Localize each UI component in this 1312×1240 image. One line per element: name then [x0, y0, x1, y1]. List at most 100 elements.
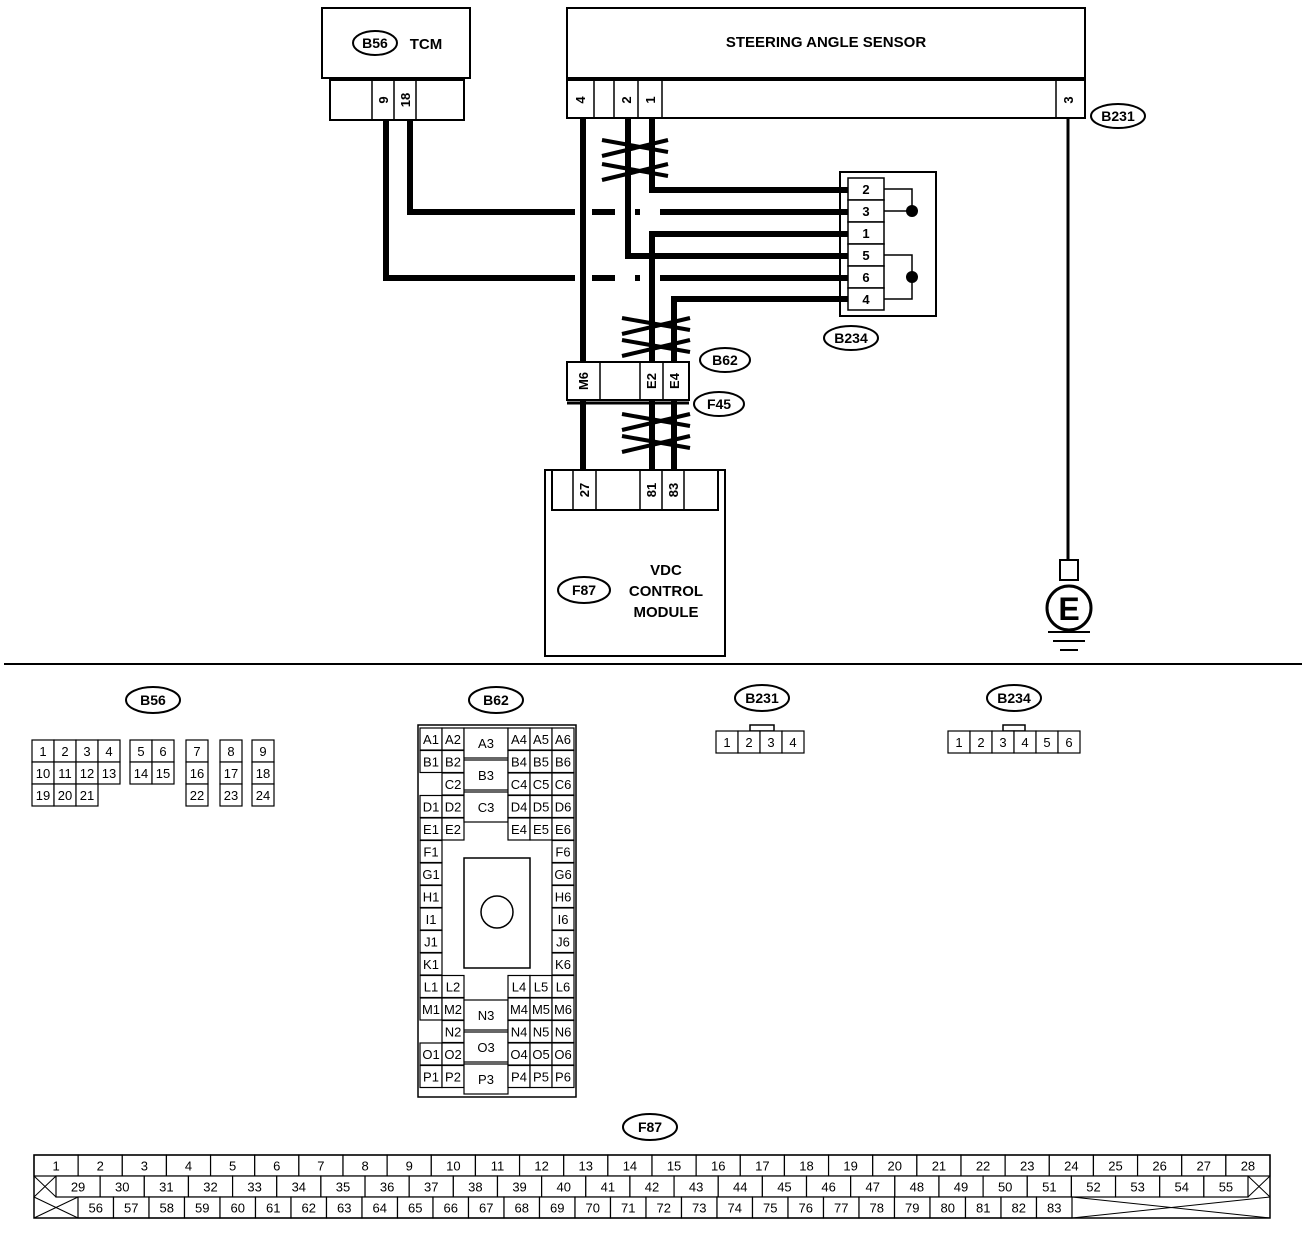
f87-pin-label: 71: [621, 1201, 635, 1216]
b62-pin-label: P1: [423, 1070, 439, 1085]
b56-pin-label: 20: [58, 788, 72, 803]
sas-connector: [566, 79, 1086, 119]
b62-pin-label: O3: [477, 1040, 494, 1055]
b62-pin-label: C4: [511, 777, 528, 792]
f87-pin-cell: [1203, 1175, 1249, 1198]
f45-tag: F45: [707, 396, 731, 412]
f87-pin-label: 67: [479, 1201, 493, 1216]
b62-pin-label: N2: [445, 1025, 462, 1040]
b62-pin-label: B2: [445, 755, 461, 770]
b62-pin-label: E5: [533, 822, 549, 837]
f87-pin-label: 34: [292, 1180, 306, 1195]
b234-pin-label: 1: [955, 735, 962, 750]
b231-pin-label: 2: [745, 735, 752, 750]
f87-pin-label: 11: [491, 1159, 505, 1174]
wire-b234-4: [671, 296, 848, 470]
b234-pin: 6: [862, 270, 869, 285]
f87-pin-label: 68: [515, 1201, 529, 1216]
f87-pin-label: 15: [667, 1159, 681, 1174]
b62-pin-label: M6: [554, 1002, 572, 1017]
b62-pin-label: A4: [511, 732, 527, 747]
f87-pin-label: 63: [337, 1201, 351, 1216]
b62-pin-label: B1: [423, 755, 439, 770]
b234-pin: 5: [862, 248, 869, 263]
b56-pin-cell: [251, 783, 275, 807]
b234-pin: 4: [862, 292, 870, 307]
b56-pin-cell: [151, 761, 175, 785]
steering-angle-sensor-label: STEERING ANGLE SENSOR: [726, 34, 926, 51]
b234-pin: 2: [862, 182, 869, 197]
f87-pin-label: 54: [1175, 1180, 1189, 1195]
f87-pin-label: 14: [623, 1159, 637, 1174]
b62-pin-label: K6: [555, 957, 571, 972]
connector-b62-f45: M6 E2 E4 B62 F45: [566, 347, 751, 417]
b56-pin-label: 24: [256, 788, 270, 803]
b62-pin-label: N4: [511, 1025, 528, 1040]
b62-pin-label: M1: [422, 1002, 440, 1017]
b56-pin-label: 4: [105, 744, 112, 759]
sas-pin-3: 3: [1061, 96, 1076, 103]
f87-pin-label: 55: [1219, 1180, 1233, 1195]
joint-connector-b234: 2 3 1 5 6 4 B234: [823, 171, 937, 351]
f87-pin-label: 61: [266, 1201, 280, 1216]
vdc-label-line1: VDC: [650, 562, 682, 579]
f87-pin-label: 40: [556, 1180, 570, 1195]
b62-pin-label: A6: [555, 732, 571, 747]
f87-pin-label: 79: [905, 1201, 919, 1216]
f87-pin-label: 38: [468, 1180, 482, 1195]
b62-pin-label: D2: [445, 800, 462, 815]
f87-pin-label: 80: [941, 1201, 955, 1216]
b62-pin-label: B3: [478, 768, 494, 783]
b62-pin-label: H6: [555, 890, 572, 905]
b62-pin-cell: [463, 791, 509, 823]
f87-pin-label: 13: [579, 1159, 593, 1174]
f87-pin-label: 29: [71, 1180, 85, 1195]
b62-pin-cell: [463, 759, 509, 791]
sas-pin-2: 2: [619, 96, 634, 103]
vdc-pin-83: 83: [666, 483, 681, 497]
b62-pin-label: N6: [555, 1025, 572, 1040]
f87-pin-label: 58: [160, 1201, 174, 1216]
b62-pin-label: D1: [423, 800, 440, 815]
f87-pin-label: 42: [645, 1180, 659, 1195]
sas-pin-4: 4: [573, 96, 588, 104]
b62-pin-e2: E2: [644, 373, 659, 389]
b231-pin-label: 1: [723, 735, 730, 750]
f87-pin-label: 28: [1241, 1159, 1255, 1174]
f87-pin-label: 43: [689, 1180, 703, 1195]
b234-pin-label: 3: [999, 735, 1006, 750]
b62-pin-label: N5: [533, 1025, 550, 1040]
b62-pin-label: E6: [555, 822, 571, 837]
f87-pin-label: 56: [89, 1201, 103, 1216]
b62-pin-label: M2: [444, 1002, 462, 1017]
b234-pin: 1: [862, 226, 869, 241]
b62-pin-cell: [441, 817, 465, 841]
b56-pin-cell: [97, 761, 121, 785]
vdc-label-line2: CONTROL: [629, 583, 703, 600]
f87-pin-label: 6: [273, 1159, 280, 1174]
b62-pin-label: O4: [510, 1047, 527, 1062]
blank-pin-mark: [33, 1175, 57, 1198]
b62-pin-label: C6: [555, 777, 572, 792]
f87-tag: F87: [572, 582, 596, 598]
b231-pin-cell: [781, 730, 805, 754]
f87-pin-label: 30: [115, 1180, 129, 1195]
f87-pin-label: 33: [247, 1180, 261, 1195]
b234-pin-cell: [1057, 730, 1081, 754]
f87-pin-label: 66: [444, 1201, 458, 1216]
f87-pin-label: 49: [954, 1180, 968, 1195]
f87-pin-label: 18: [799, 1159, 813, 1174]
b62-pin-label: L1: [424, 980, 438, 995]
f87-pin-label: 53: [1130, 1180, 1144, 1195]
sas-pin-1: 1: [643, 96, 658, 103]
f87-view-tag: F87: [638, 1119, 662, 1135]
b56-pin-label: 16: [190, 766, 204, 781]
f87-pin-label: 3: [141, 1159, 148, 1174]
f87-pin-label: 39: [512, 1180, 526, 1195]
b231-pin-label: 3: [767, 735, 774, 750]
